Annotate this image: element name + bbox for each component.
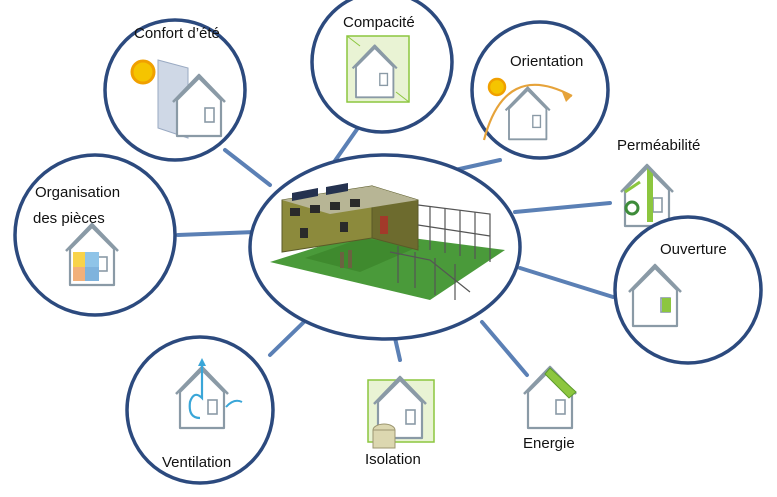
house-sun-shade-icon (130, 59, 227, 139)
node-compacite (310, 0, 454, 134)
label-compacite: Compacité (343, 14, 415, 31)
house-rooms-icon (64, 222, 120, 287)
node-confort-ete (103, 18, 247, 162)
node-ventilation (125, 335, 275, 485)
node-permeabilite (619, 163, 675, 228)
house-sun-path-icon (482, 77, 573, 141)
node-isolation (367, 375, 435, 449)
house-airtight-icon (619, 163, 675, 228)
house-compact-box-icon (346, 35, 410, 103)
node-energie (522, 365, 578, 430)
label-permeabilite: Perméabilité (617, 137, 701, 154)
label-energie: Energie (523, 435, 575, 452)
label-organisation-line2: des pièces (33, 210, 105, 227)
label-ventilation: Ventilation (162, 454, 232, 471)
node-orientation (470, 20, 610, 160)
label-confort-ete: Confort d’été (134, 25, 220, 42)
house-airflow-icon (174, 358, 243, 430)
house-solar-panel-icon (522, 365, 578, 430)
label-isolation: Isolation (365, 451, 421, 468)
node-ouverture (613, 215, 763, 365)
central-building-model (248, 153, 522, 341)
node-organisation-des-pieces (13, 153, 177, 317)
connector-lines (176, 123, 615, 377)
label-ouverture: Ouverture (660, 241, 727, 258)
house-insulation-icon (367, 375, 435, 449)
house-window-icon (627, 263, 683, 328)
label-organisation-line1: Organisation (35, 184, 121, 201)
label-orientation: Orientation (510, 53, 584, 70)
